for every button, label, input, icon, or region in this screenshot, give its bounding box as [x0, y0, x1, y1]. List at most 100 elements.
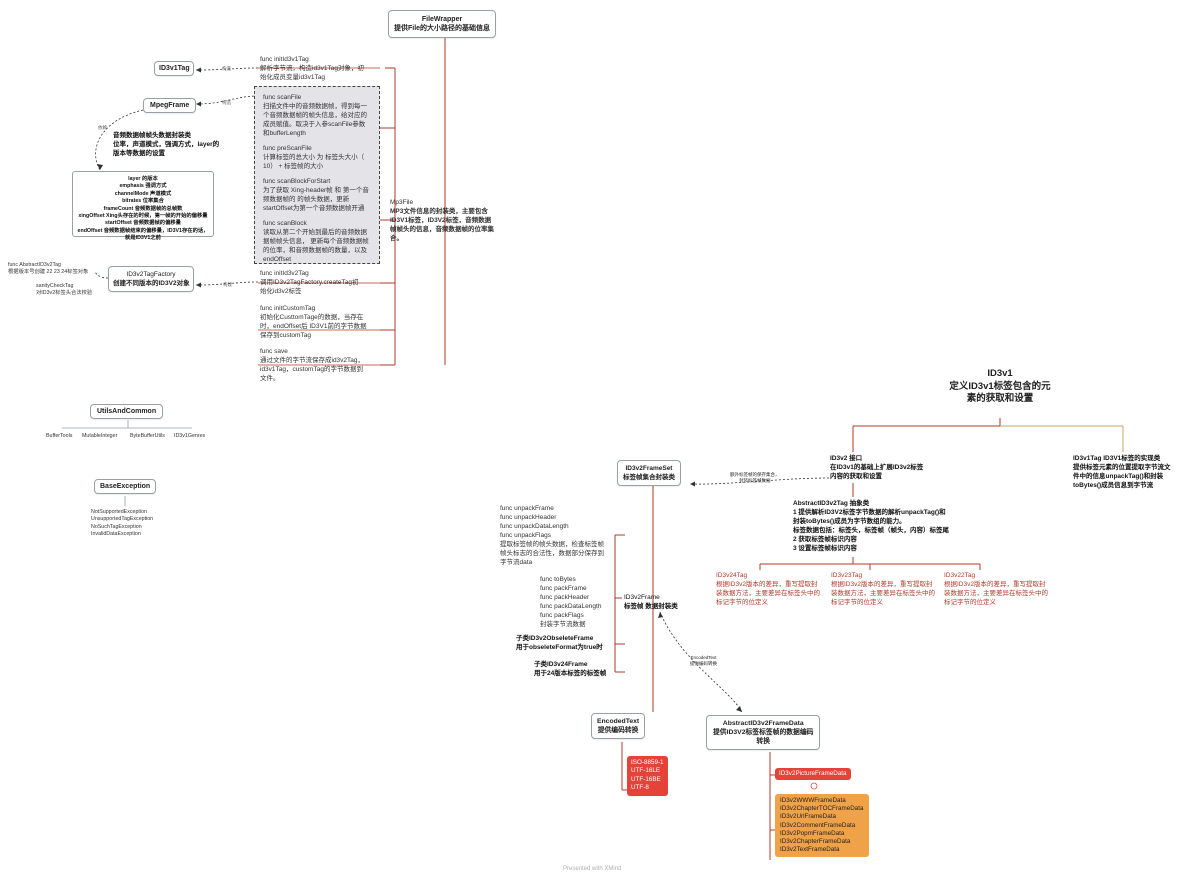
mp3file-line-4: 合。 [390, 235, 403, 242]
id3v1tag-node[interactable]: ID3v1Tag [154, 61, 194, 76]
abstract-framedata-line-1: 提供ID3V2标签标签帧的数据编码 [713, 729, 814, 736]
filewrapper-desc: 提供File的大小路径的基础信息 [394, 25, 491, 32]
scan-func-line: 读取从第二个开始到最后的音频数据 [263, 229, 367, 236]
mpeg-field-6: startOffset 音频数据帧的偏移量 [105, 220, 181, 227]
init-id3v1-line-2: 始化成员变量id3v1Tag [260, 74, 326, 81]
scan-func-line: 为了获取 Xing-header帧 和 第一个音 [263, 187, 369, 194]
unpack-line-0: func unpackFrame [500, 505, 554, 512]
abstract-framedata-line-0: AbstractID3v2FrameData [722, 720, 804, 727]
v22-line-3: 标记字节的位定义 [944, 599, 996, 606]
init-custom-line-1: 初始化CusttomTage的数据，当存在 [260, 314, 364, 321]
v24-line-3: 标记字节的位定义 [716, 599, 768, 606]
v24-line-2: 装数据方法，主要差异在标签头中的 [716, 590, 820, 597]
framedata-item-1: ID3v2ChapterTOCFrameData [780, 805, 864, 813]
edge-label-depends: 依赖 [98, 125, 107, 130]
edge-label-construct-2: 构造 [222, 100, 231, 105]
mp3file-line-3: 帧帧头的信息，音频数据帧的位率集 [390, 226, 494, 233]
scan-func-block-2[interactable]: func scanBlockForStart 为了获取 Xing-header帧 … [263, 177, 371, 213]
v23-line-2: 装数据方法，主要差异在标签头中的 [831, 590, 935, 597]
framedata-item-4: ID3v2PopmFrameData [780, 829, 845, 837]
abstract-id3v2-line-5: 3 设置标签帧标识内容 [793, 545, 857, 552]
abstract-id3v2-line-3: 标签数据包括：标签头，标签帧（帧头，内容）标签尾 [793, 527, 949, 534]
encoding-item-0: ISO-8859-1 [631, 759, 664, 766]
base-exception-node[interactable]: BaseException [94, 479, 157, 494]
encodedtext-desc: 提供编码转换 [597, 727, 639, 734]
filewrapper-title: FileWrapper [421, 16, 463, 23]
scan-func-line: 个音频数据帧的帧头信息，给对应的 [263, 112, 367, 119]
init-id3v2-line-2: 始化id3v2标签 [260, 288, 302, 295]
obsolete-line-1: 用于obseleteFormat为true时 [516, 644, 603, 651]
utils-child[interactable]: ID3v1Genres [174, 433, 206, 439]
utils-child[interactable]: ByteBufferUtils [130, 433, 165, 439]
id3v2-interface-line-1: 在ID3v1的基础上扩展ID3v2标签 [830, 464, 924, 471]
scan-func-line: func scanBlockForStart [263, 178, 331, 185]
encoding-item-3: UTF-8 [631, 784, 649, 792]
encodedtext-title: EncodedText [597, 718, 640, 725]
save-line-2: id3v1Tag，customTag的字节数据到 [260, 366, 363, 373]
scan-func-line: 据帧帧头信息， 更新每个音频数据帧 [263, 238, 369, 245]
id3v2-tag-factory-node[interactable]: ID3v2TagFactory 创建不同版本的ID3V2对象 [108, 266, 194, 292]
mpeg-field-0: layer 的版本 [128, 176, 158, 182]
id3v1-root-line-1: 定义ID3v1标签包含的元 [949, 380, 1051, 392]
exception-child-2: NoSuchTagException [91, 523, 142, 530]
tobytes-line-0: func toBytes [540, 576, 576, 583]
abstract-id3v2tag-node[interactable]: AbstractID3v2Tag 抽象类 1 提供解析ID3V2标签字节数据的解析… [793, 499, 949, 553]
framedata-item-0: ID3v2WWWFrameData [780, 797, 846, 804]
mpeg-note-line-1: 位率，声道模式，强调方式，layer的 [113, 141, 220, 148]
abstract-id3v2-line-1: 1 提供解析ID3V2标签字节数据的解析unpackTag()和 [793, 509, 946, 516]
encoded-note-line-0: EncodedText [690, 655, 717, 660]
init-id3v1-line-1: 解析字节流，构造id3v1Tag对象，初 [260, 65, 365, 72]
id3v2-interface-node[interactable]: ID3v2 接口在ID3v1的基础上扩展ID3v2标签内容的获取和设置 [830, 454, 923, 481]
id3v1-impl-line-0: ID3v1Tag ID3V1标签的实现类 [1073, 455, 1161, 462]
framedata-item-2: ID3v2UrlFrameData [780, 813, 836, 821]
tobytes-line-2: func packHeader [540, 594, 590, 601]
mpegframe-node[interactable]: MpegFrame [143, 98, 197, 113]
scan-func-line: 10） + 标签帧的大小 [263, 163, 324, 170]
save-line-1: 通过文件的字节流保存成id3v2Tag， [260, 357, 365, 364]
abstract-id3v2-line-0: AbstractID3v2Tag 抽象类 [793, 500, 870, 507]
scan-func-line: func scanFile [263, 94, 302, 101]
v23-line-0: ID3v23Tag [831, 572, 863, 579]
v22-line-1: 根据ID3v2版本的差异，重写提取封 [944, 581, 1046, 588]
id3v1-impl-line-2: 件中的信息unpackTag()和封装 [1073, 473, 1164, 480]
xmind-footer: Presented with XMind [563, 866, 622, 872]
id3v1tag-impl-node[interactable]: ID3v1Tag ID3V1标签的实现类提供标签元素的位置提取字节流文件中的信息… [1073, 454, 1171, 490]
exception-child-0: NotSupportedException [91, 509, 147, 515]
mp3file-line-0: Mp3File [390, 199, 414, 206]
v22-line-0: ID3v22Tag [944, 572, 976, 579]
filewrapper-node[interactable]: FileWrapper 提供File的大小路径的基础信息 [388, 10, 497, 38]
encodedtext-node[interactable]: EncodedText 提供编码转换 [591, 713, 646, 739]
id3v2-frameset-node[interactable]: ID3v2FrameSet 标签帧集合封装类 [617, 460, 681, 486]
scan-func-line: endOffset [263, 256, 292, 263]
scan-func-line: 计算标签的总大小 为 标签头大小（ [263, 154, 365, 161]
v24-line-0: ID3v24Tag [716, 572, 748, 579]
unpack-line-5: 帧头标志的合法性，数据部分保存到 [500, 550, 604, 557]
utils-and-common-node[interactable]: UtilsAndCommon [90, 404, 164, 419]
utils-child[interactable]: BufferTools [46, 433, 73, 439]
picture-framedata-node[interactable]: ID3v2PictureFrameData [775, 768, 851, 780]
utils-child[interactable]: MutableInteger [82, 433, 118, 439]
